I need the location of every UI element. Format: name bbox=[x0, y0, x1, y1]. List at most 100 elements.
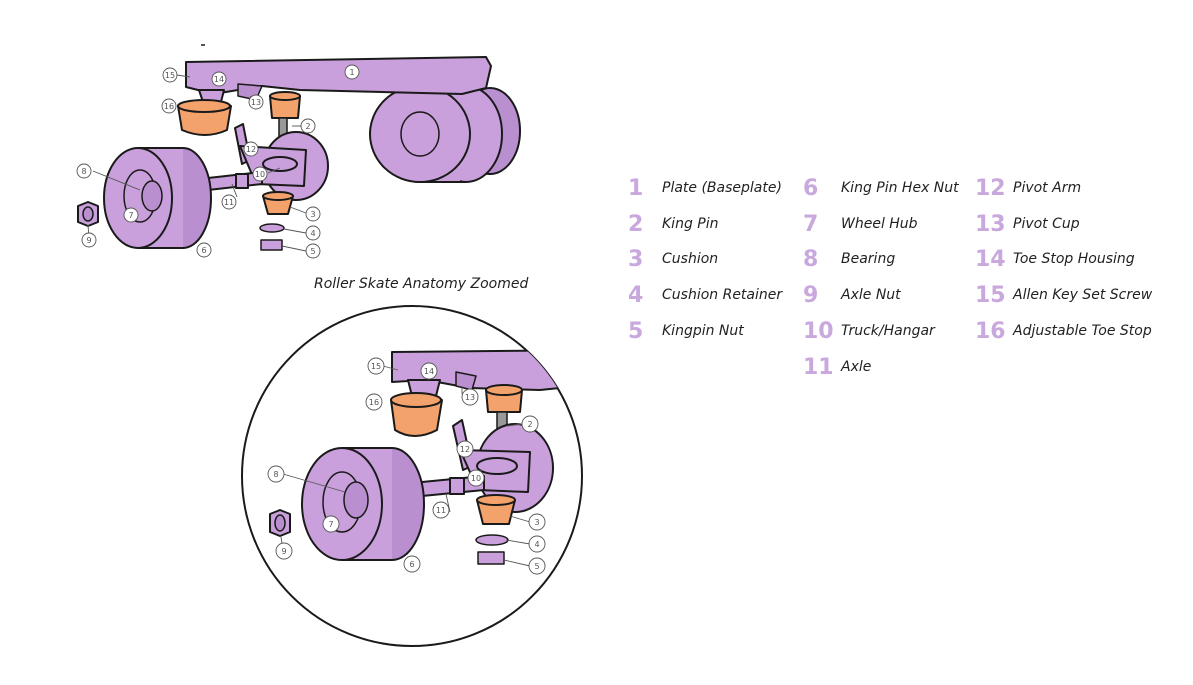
legend-label: King Pin bbox=[662, 216, 719, 232]
callout-9: 9 bbox=[81, 232, 97, 248]
legend-label: Adjustable Toe Stop bbox=[1013, 323, 1152, 339]
legend-label: Kingpin Nut bbox=[662, 323, 744, 339]
skate-exploded-view bbox=[77, 44, 521, 251]
callout-circle bbox=[367, 357, 385, 375]
callout-number: 10 bbox=[255, 170, 265, 179]
callout-number: 13 bbox=[251, 98, 261, 107]
legend-item: 6 King Pin Hex Nut bbox=[803, 174, 959, 202]
front-outer-wheel bbox=[103, 147, 212, 249]
callout-circle bbox=[81, 232, 97, 248]
callout-4: 4 bbox=[305, 225, 321, 241]
callout-number: 13 bbox=[465, 393, 475, 402]
callout-number: 16 bbox=[164, 102, 174, 111]
callout-number: 5 bbox=[534, 562, 539, 571]
callout-10: 10 bbox=[467, 469, 485, 487]
legend-label: Axle bbox=[841, 359, 872, 375]
callout-number: 3 bbox=[310, 210, 315, 219]
callout-circle bbox=[305, 206, 321, 222]
callout-circle bbox=[76, 163, 92, 179]
callout-group: 1234567891011121314151623456789101112131… bbox=[76, 64, 546, 575]
callout-1: 1 bbox=[344, 64, 360, 80]
callout-number: 2 bbox=[527, 420, 532, 429]
callout-circle bbox=[161, 98, 177, 114]
callout-3: 3 bbox=[528, 513, 546, 531]
legend-number: 5 bbox=[628, 318, 644, 344]
legend-number: 10 bbox=[803, 318, 834, 344]
legend-number: 12 bbox=[975, 175, 1006, 201]
legend-label: Bearing bbox=[841, 251, 896, 267]
legend-item: 4 Cushion Retainer bbox=[628, 281, 782, 309]
callout-15: 15 bbox=[162, 67, 178, 83]
callout-circle bbox=[221, 194, 237, 210]
callout-circle bbox=[420, 362, 438, 380]
callout-number: 8 bbox=[81, 167, 86, 176]
callout-number: 6 bbox=[201, 246, 206, 255]
callout-number: 1 bbox=[349, 68, 354, 77]
legend-label: Pivot Cup bbox=[1013, 216, 1080, 232]
callout-circle bbox=[432, 501, 450, 519]
legend-number: 1 bbox=[628, 175, 644, 201]
top-leader-lines bbox=[87, 74, 307, 252]
callout-11: 11 bbox=[432, 501, 450, 519]
legend-number: 3 bbox=[628, 246, 644, 272]
callout-11: 11 bbox=[221, 194, 237, 210]
callout-circle bbox=[461, 388, 479, 406]
legend-label: King Pin Hex Nut bbox=[841, 180, 959, 196]
callout-circle bbox=[123, 207, 139, 223]
callout-circle bbox=[528, 513, 546, 531]
diagram-caption: Roller Skate Anatomy Zoomed bbox=[314, 276, 529, 292]
callout-number: 12 bbox=[246, 145, 256, 154]
legend-number: 15 bbox=[975, 282, 1006, 308]
legend-item: 11 Axle bbox=[803, 353, 871, 381]
callout-number: 6 bbox=[409, 560, 414, 569]
axle-nut bbox=[77, 201, 99, 227]
callout-number: 9 bbox=[86, 236, 91, 245]
callout-5: 5 bbox=[305, 243, 321, 259]
callout-circle bbox=[344, 64, 360, 80]
legend-label: Truck/Hangar bbox=[841, 323, 935, 339]
callout-number: 2 bbox=[305, 122, 310, 131]
callout-6: 6 bbox=[196, 242, 212, 258]
callout-2: 2 bbox=[521, 415, 539, 433]
legend-label: Axle Nut bbox=[841, 287, 901, 303]
callout-number: 11 bbox=[224, 198, 234, 207]
callout-circle bbox=[300, 118, 316, 134]
legend-item: 1 Plate (Baseplate) bbox=[628, 174, 782, 202]
legend-label: Wheel Hub bbox=[841, 216, 918, 232]
legend-number: 8 bbox=[803, 246, 819, 272]
rear-wheel-set bbox=[369, 85, 521, 183]
legend-item: 10 Truck/Hangar bbox=[803, 317, 935, 345]
legend-label: Cushion bbox=[662, 251, 719, 267]
legend-item: 7 Wheel Hub bbox=[803, 210, 918, 238]
callout-circle bbox=[275, 542, 293, 560]
callout-9: 9 bbox=[275, 542, 293, 560]
legend-number: 16 bbox=[975, 318, 1006, 344]
callout-circle bbox=[467, 469, 485, 487]
legend-item: 9 Axle Nut bbox=[803, 281, 901, 309]
lower-bushings bbox=[259, 191, 294, 251]
callout-number: 7 bbox=[328, 520, 333, 529]
legend-label: Cushion Retainer bbox=[662, 287, 783, 303]
callout-3: 3 bbox=[305, 206, 321, 222]
callout-circle bbox=[305, 243, 321, 259]
legend-number: 7 bbox=[803, 211, 819, 237]
callout-16: 16 bbox=[365, 393, 383, 411]
callout-6: 6 bbox=[403, 555, 421, 573]
legend-number: 13 bbox=[975, 211, 1006, 237]
callout-10: 10 bbox=[252, 166, 268, 182]
legend-label: Allen Key Set Screw bbox=[1013, 287, 1153, 303]
callout-14: 14 bbox=[420, 362, 438, 380]
callout-number: 12 bbox=[460, 445, 470, 454]
callout-number: 14 bbox=[424, 367, 434, 376]
legend-item: 5 Kingpin Nut bbox=[628, 317, 744, 345]
callout-circle bbox=[196, 242, 212, 258]
legend-item: 15 Allen Key Set Screw bbox=[975, 281, 1152, 309]
legend-item: 13 Pivot Cup bbox=[975, 210, 1080, 238]
callout-number: 4 bbox=[534, 540, 539, 549]
legend-number: 14 bbox=[975, 246, 1006, 272]
callout-16: 16 bbox=[161, 98, 177, 114]
legend-number: 11 bbox=[803, 354, 834, 380]
legend-number: 2 bbox=[628, 211, 644, 237]
callout-circle bbox=[305, 225, 321, 241]
